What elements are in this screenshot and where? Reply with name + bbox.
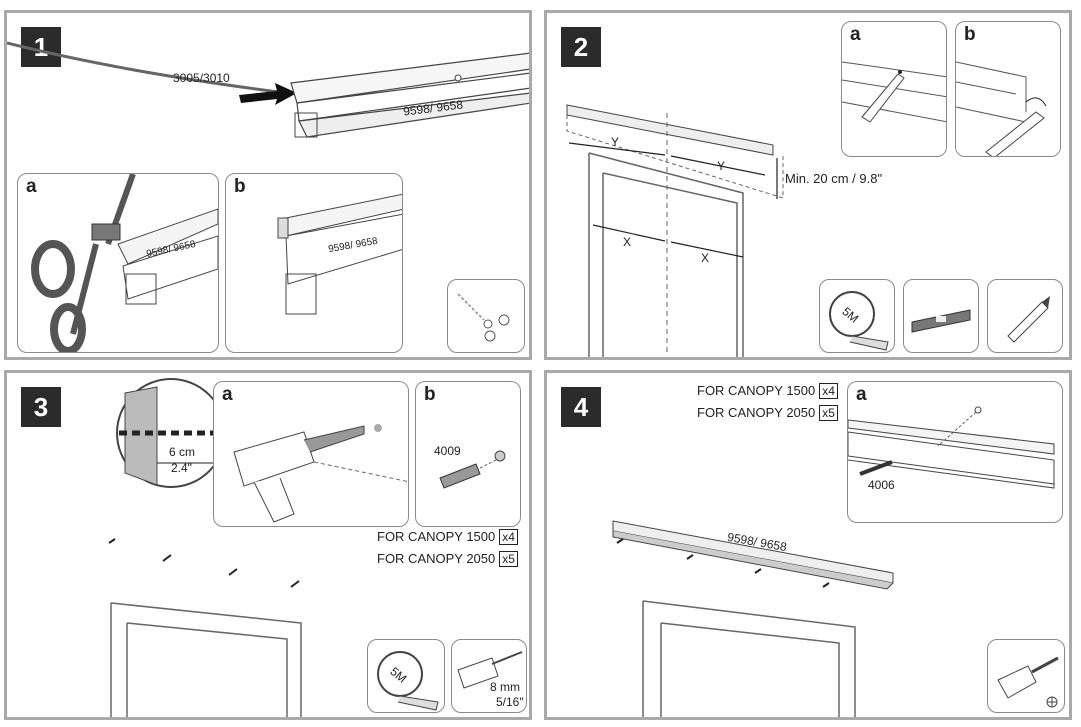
step-3-detail-a: a [213,381,409,527]
detail-label: b [234,176,246,197]
mounted-rail-drawing [612,520,894,717]
step-number: 2 [561,27,601,67]
detail-label: a [856,384,867,405]
anchor-code: 4009 [434,444,461,458]
trimmed-profile-drawing [277,193,402,315]
step-4-detail-a: a 4006 [847,381,1063,523]
step-number: 3 [21,387,61,427]
step-1-detail-a: a 9598/ 9658 [17,173,219,353]
qty-1500: x4 [499,529,518,545]
detail-label: a [26,176,37,197]
qty-1500: x4 [819,383,838,399]
drill-bit-in: 5/16" [496,695,524,709]
drill-bit-icon: 8 mm 5/16" [451,639,527,713]
step-2-detail-b: b [955,21,1061,157]
canopy-1500-label: FOR CANOPY 1500 [697,383,816,398]
min-distance-label: Min. 20 cm / 9.8" [785,171,883,186]
qty-2050: x5 [819,405,838,421]
qty-2050: x5 [499,551,518,567]
detail-label: b [424,384,436,405]
y-label-right: Y [717,159,726,173]
step-number: 4 [561,387,601,427]
detail-label: a [850,24,861,45]
canopy-2050-label: FOR CANOPY 2050 [697,405,816,420]
cable-label: 3005/3010 [173,71,230,85]
rail-screw-drawing [848,406,1055,489]
step-2-panel: 2 Y Y X X Min. 20 cm / 9.8" a b [544,10,1072,360]
x-label-right: X [701,251,710,265]
pencil-icon [987,279,1063,353]
spirit-level-icon [903,279,979,353]
step-1-panel: 1 3005/3010 9598/ 9658 a 9598/ 9658 b [4,10,532,360]
drill-depth-in: 2.4" [171,461,192,475]
step-3-detail-b: b 4009 [415,381,521,527]
step-2-detail-a: a [841,21,947,157]
drill-bit-mm: 8 mm [490,680,520,694]
scissors-icon [31,174,218,352]
canopy-2050-label: FOR CANOPY 2050 [377,551,496,566]
tape-measure-icon: 5M [819,279,895,353]
drill-icon [233,424,408,523]
x-label-left: X [623,235,632,249]
detail-label: a [222,384,233,405]
y-label-left: Y [611,135,620,149]
pencil-marking-drawing [956,61,1047,156]
cable-and-profile-drawing [7,41,529,138]
door-measurement-drawing [566,104,784,357]
tape-measure-icon: 5M [367,639,445,713]
wall-anchor-drawing [439,450,506,489]
step-1-detail-b: b 9598/ 9658 [225,173,403,353]
screw-code: 4006 [868,478,895,492]
wall-drilling-drawing [108,378,302,717]
screwdriver-icon [987,639,1065,713]
canopy-1500-label: FOR CANOPY 1500 [377,529,496,544]
screws-icon [447,279,525,353]
pencil-marking-drawing [842,61,946,123]
drill-depth-cm: 6 cm [169,445,196,459]
detail-label: b [964,24,976,45]
